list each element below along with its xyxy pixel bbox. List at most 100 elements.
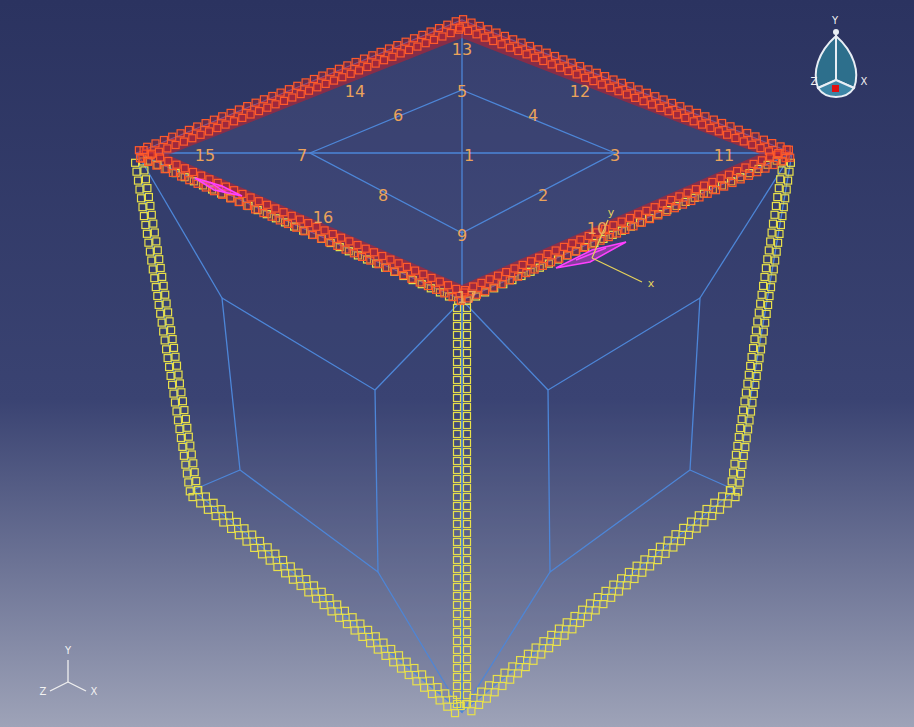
mesh-node <box>715 128 722 135</box>
mesh-node <box>454 548 461 555</box>
mesh-node <box>531 266 538 273</box>
mesh-node <box>515 670 522 677</box>
mesh-node <box>501 669 508 676</box>
mesh-node <box>654 557 661 564</box>
mesh-node <box>581 244 588 251</box>
mesh-node <box>765 302 772 309</box>
mesh-node <box>740 407 747 414</box>
mesh-node <box>276 217 283 224</box>
mesh-node <box>762 265 769 272</box>
mesh-node <box>454 458 461 465</box>
mesh-node <box>740 138 747 145</box>
mesh-node <box>314 84 321 91</box>
mesh-node <box>460 16 467 23</box>
mesh-node <box>464 566 471 573</box>
mesh-node <box>770 220 777 227</box>
mesh-node <box>738 470 745 477</box>
mesh-node <box>454 512 461 519</box>
mesh-node <box>676 193 683 200</box>
mesh-node <box>210 499 217 506</box>
mesh-node <box>167 372 174 379</box>
mesh-node <box>670 544 677 551</box>
mesh-node <box>191 469 198 476</box>
mesh-node <box>151 229 158 236</box>
mesh-node <box>319 72 326 79</box>
mesh-node <box>305 220 312 227</box>
mesh-node <box>160 328 167 335</box>
mesh-node <box>775 239 782 246</box>
mesh-node <box>524 650 531 657</box>
mesh-node <box>640 98 647 105</box>
mesh-node <box>734 442 741 449</box>
mesh-node <box>172 142 179 149</box>
mesh-node <box>577 236 584 243</box>
mesh-node <box>748 354 755 361</box>
mesh-node <box>540 58 547 65</box>
triad-axis-label: X <box>91 687 98 697</box>
mesh-node <box>318 588 325 595</box>
mesh-node <box>758 291 765 298</box>
mesh-node <box>244 103 251 110</box>
mesh-node <box>148 211 155 218</box>
mesh-node <box>766 293 773 300</box>
mesh-node <box>579 606 586 613</box>
mesh-node <box>454 557 461 564</box>
mesh-node <box>577 620 584 627</box>
mesh-node <box>773 248 780 255</box>
mesh-node <box>182 416 189 423</box>
mesh-node <box>184 424 191 431</box>
mesh-node <box>179 398 186 405</box>
mesh-node <box>754 169 761 176</box>
callout-number: 13 <box>452 42 472 58</box>
mesh-node <box>482 288 489 295</box>
mesh-node <box>737 425 744 432</box>
mesh-node <box>748 408 755 415</box>
mesh-node <box>736 479 743 486</box>
mesh-node <box>142 176 149 183</box>
mesh-node <box>411 665 418 672</box>
mesh-node <box>468 19 475 26</box>
mesh-node <box>476 22 483 29</box>
mesh-node <box>553 638 560 645</box>
mesh-node <box>643 207 650 214</box>
mesh-node <box>428 691 435 698</box>
mesh-node <box>260 210 267 217</box>
mesh-node <box>757 300 764 307</box>
mesh-node <box>760 136 767 143</box>
mesh-node <box>335 65 342 72</box>
mesh-node <box>188 451 195 458</box>
mesh-node <box>447 30 454 37</box>
mesh-node <box>233 518 240 525</box>
mesh-node <box>539 262 546 269</box>
mesh-node <box>154 293 161 300</box>
mesh-node <box>523 270 530 277</box>
mesh-node <box>486 682 493 689</box>
mesh-node <box>395 260 402 267</box>
mesh-node <box>444 703 451 710</box>
mesh-node <box>672 531 679 538</box>
mesh-node <box>696 194 703 201</box>
mesh-node <box>169 169 176 176</box>
mesh-node <box>767 238 774 245</box>
mesh-node <box>464 512 471 519</box>
mesh-node <box>464 332 471 339</box>
callout-number: 17 <box>457 290 477 306</box>
mesh-node <box>247 111 254 118</box>
mesh-node <box>564 252 571 259</box>
mesh-node <box>701 519 708 526</box>
mesh-node <box>145 158 152 165</box>
mesh-node <box>593 69 600 76</box>
mesh-node <box>536 254 543 261</box>
mesh-node <box>678 538 685 545</box>
mesh-node <box>180 138 187 145</box>
mesh-node <box>454 485 461 492</box>
mesh-node <box>732 451 739 458</box>
mesh-node <box>187 442 194 449</box>
mesh-node <box>561 632 568 639</box>
mesh-node <box>320 602 327 609</box>
mesh-node <box>454 314 461 321</box>
mesh-node <box>495 272 502 279</box>
mesh-node <box>135 177 142 184</box>
mesh-node <box>227 109 234 116</box>
